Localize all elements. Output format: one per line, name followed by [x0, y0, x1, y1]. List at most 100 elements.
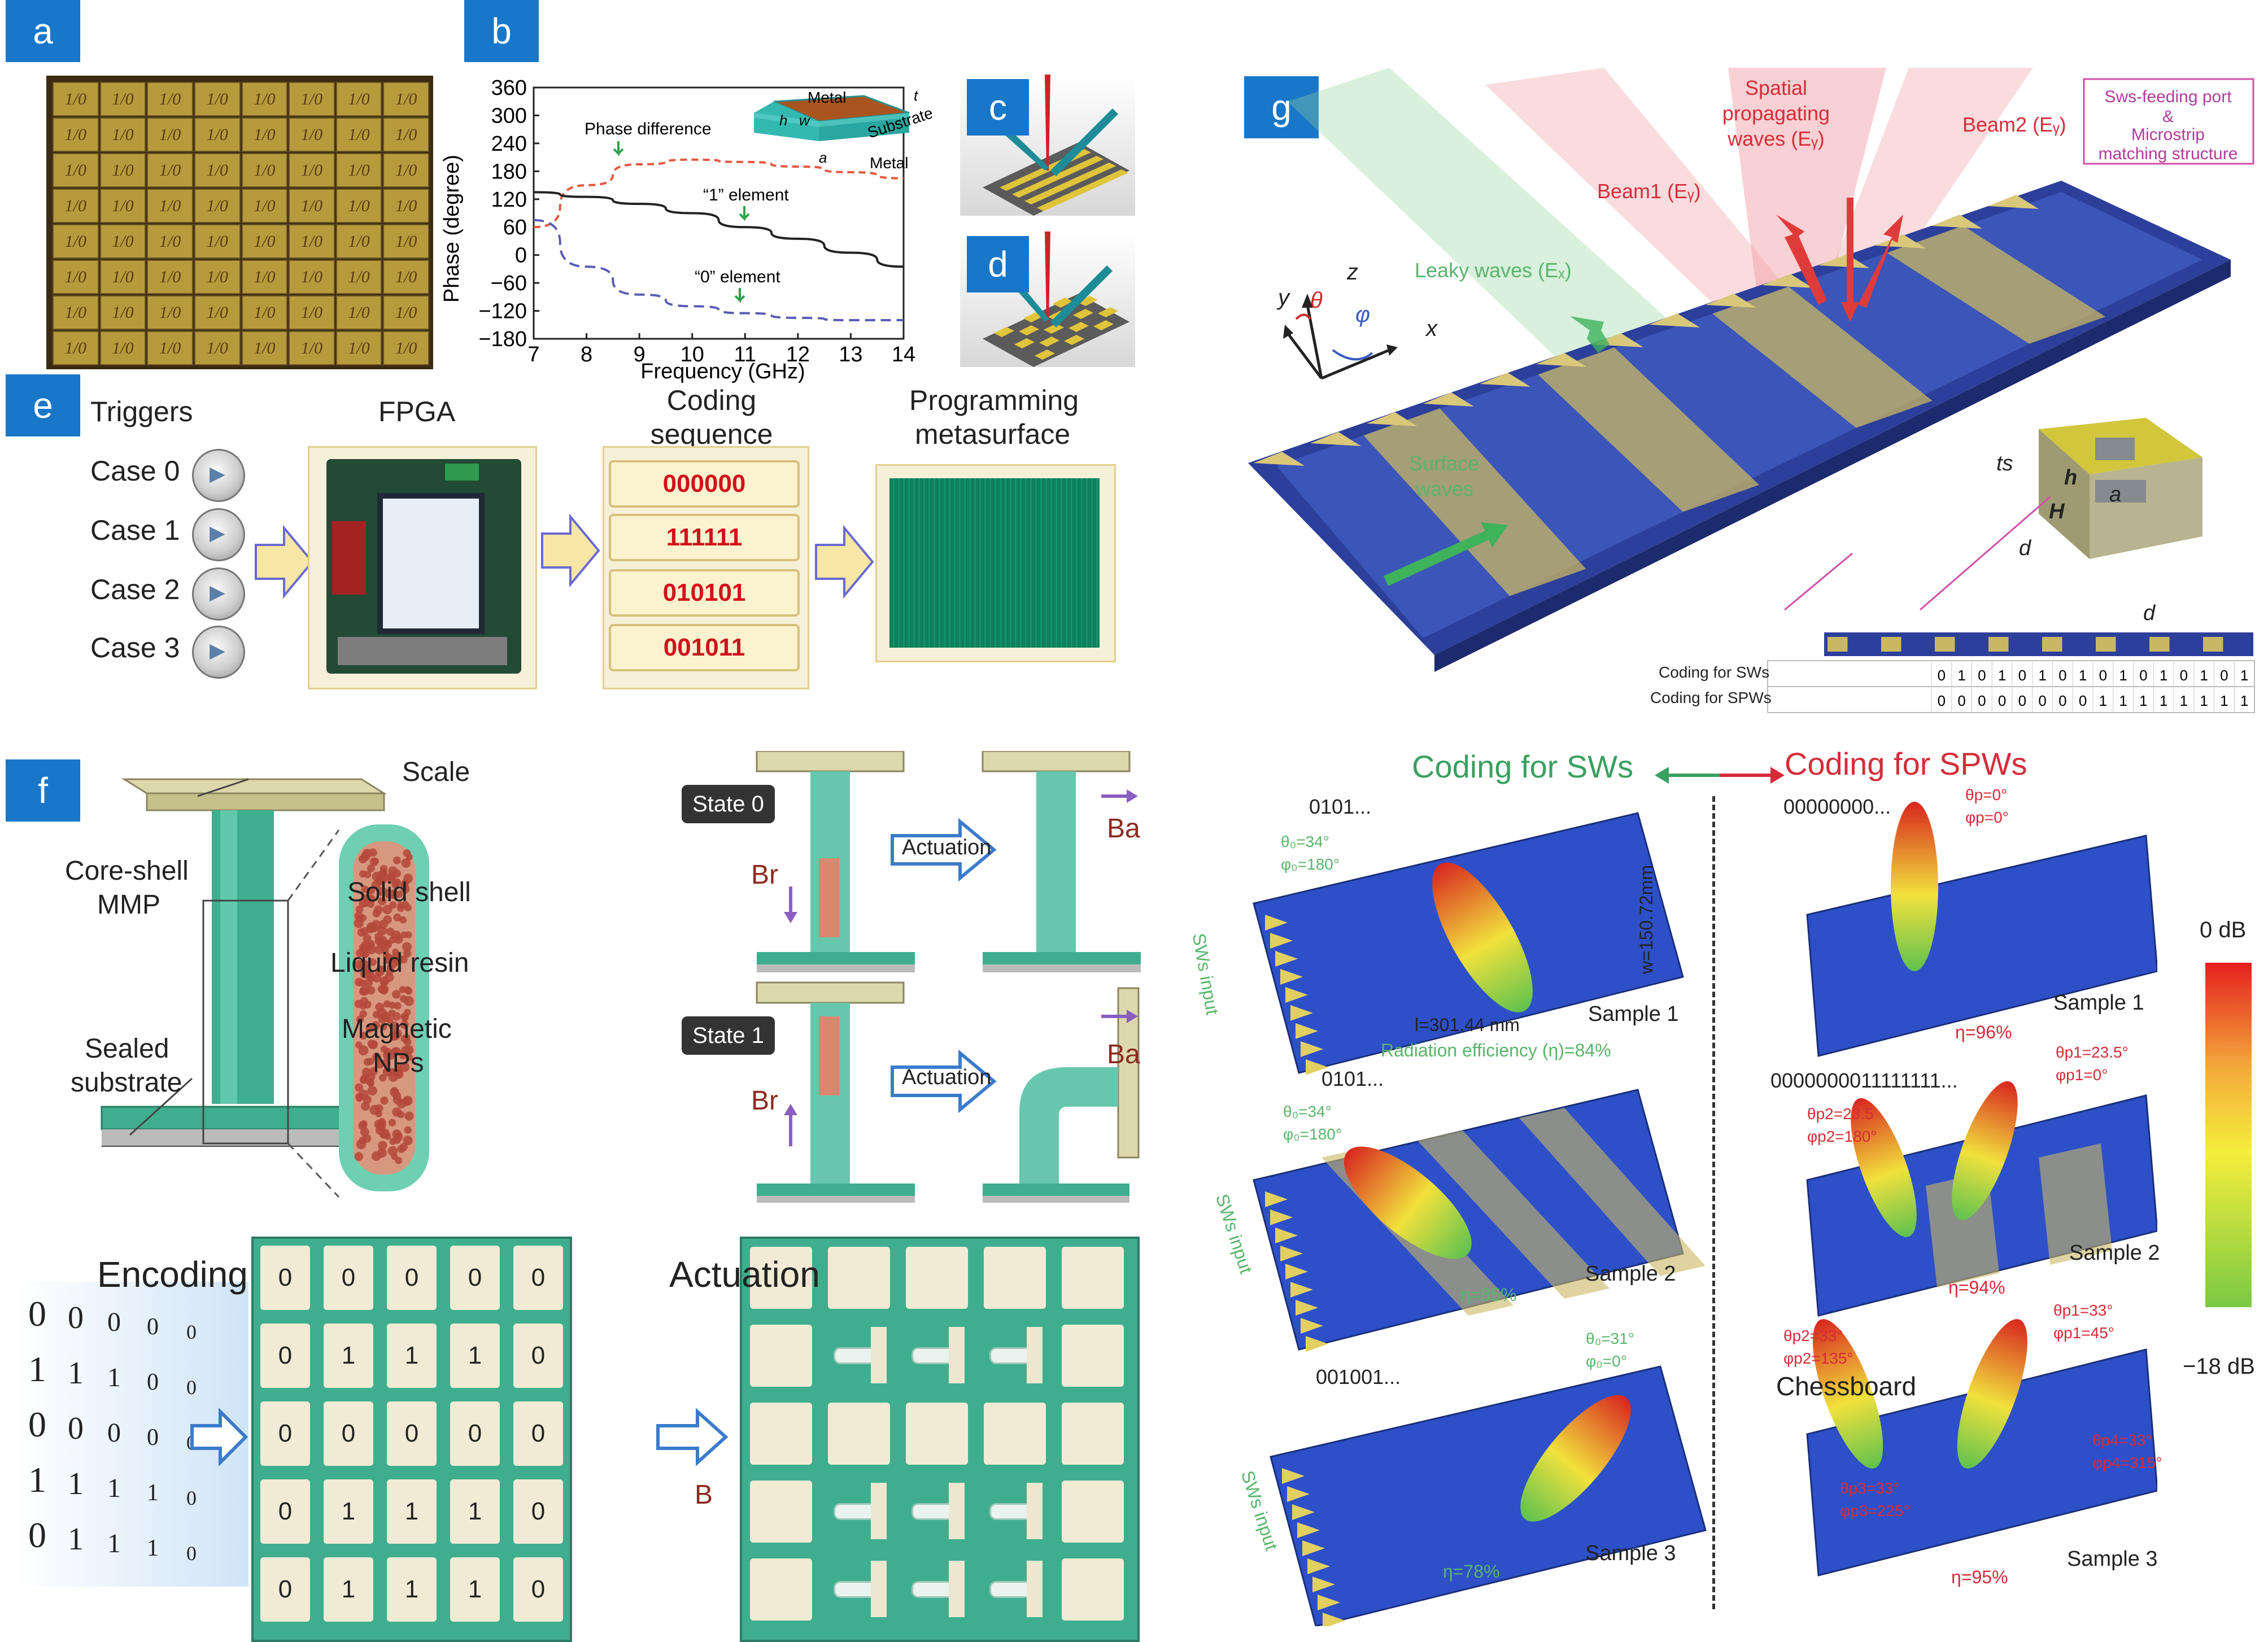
state-0-badge: State 0 [682, 785, 775, 823]
metasurface-tile: 1/0 [194, 260, 241, 294]
coding-strip-cell [2069, 637, 2089, 652]
actuation-cell [1062, 1403, 1124, 1465]
feed-triangle [1301, 1318, 1323, 1334]
coding-spws-title: Coding for SPWs [1785, 746, 2027, 781]
unit-cell-3d [2039, 418, 2202, 559]
surface-waves-label-1: Surface [1409, 452, 1480, 475]
right-c2-3: φp3=225° [1840, 1502, 1910, 1519]
left-sample-1: Sample 1 [1588, 1002, 1679, 1026]
binary-digit: 1 [147, 1480, 159, 1506]
x-tick-label: 13 [839, 343, 862, 366]
y-tick-label: 240 [491, 132, 527, 156]
actuation-cell [1062, 1481, 1124, 1543]
actuated-pillar [828, 1481, 890, 1543]
radiation-lobe [1432, 862, 1533, 1012]
encoding-cell: 0 [387, 1246, 437, 1310]
encoding-cell: 0 [260, 1557, 310, 1622]
feed-triangle [1280, 969, 1303, 985]
svg-text:Metal: Metal [808, 89, 846, 106]
coding-sws-label: Coding for SWs [1659, 663, 1770, 681]
y-tick-label: 360 [491, 76, 527, 100]
x-tick-label: 14 [892, 343, 915, 366]
br-label-1: Br [751, 1086, 778, 1116]
coding-sws-digit: 1 [2119, 667, 2127, 684]
coding-spws-digit: 0 [1998, 692, 2006, 709]
encoding-cell: 0 [324, 1246, 373, 1310]
binary-digit: 1 [68, 1466, 84, 1501]
b-field-label: B [695, 1480, 713, 1510]
metasurface-tile: 1/0 [289, 153, 335, 187]
binary-digit: 1 [28, 1349, 46, 1389]
metasurface-tile: 1/0 [335, 153, 382, 187]
metasurface-tile: 1/0 [241, 117, 288, 152]
metasurface-tile: 1/0 [194, 331, 241, 365]
actuation-label-0: Actuation [902, 836, 992, 859]
feed-triangle [1270, 1209, 1293, 1225]
y-tick-label: 180 [491, 160, 527, 184]
left-phi-2: φ₀=180° [1283, 1125, 1342, 1143]
case-0-label: Case 0 [90, 455, 180, 487]
metasurface-tile: 1/0 [241, 295, 288, 330]
actuated-pillar [906, 1558, 968, 1621]
right-eta-2: η=94% [1948, 1277, 2005, 1298]
coding-spws-digit: 0 [1938, 692, 1946, 709]
magnetic-nps-label-1: Magnetic [342, 1014, 452, 1044]
right-b2-3: φp2=135° [1783, 1350, 1853, 1367]
coding-strip-cell [2176, 637, 2196, 652]
metasurface-tile: 1/0 [335, 189, 382, 223]
y-tick-label: 0 [515, 244, 527, 268]
feed-triangle [1302, 1540, 1325, 1556]
metasurface-tile: 1/0 [147, 295, 193, 330]
binary-digit: 0 [186, 1487, 197, 1509]
left-code-3: 001001... [1316, 1365, 1401, 1388]
coding-spws-digit: 1 [2119, 692, 2127, 709]
right-d1-3: θp4=33° [2092, 1431, 2152, 1449]
binary-digit: 0 [107, 1307, 121, 1337]
beam1-label: Beam1 (Eᵧ) [1597, 180, 1701, 203]
magnetic-nps-label-2: NPs [373, 1048, 424, 1078]
metasurface-tile: 1/0 [335, 117, 382, 152]
fpga-board-frame [308, 446, 537, 689]
encoding-cell: 0 [260, 1324, 310, 1388]
coding-sws-digit: 0 [2180, 667, 2188, 684]
panel-tag-g: g [1244, 76, 1319, 138]
series-zero-element [533, 219, 904, 322]
feed-triangle [1285, 987, 1308, 1003]
radiation-lobe [1520, 1395, 1631, 1522]
encoding-cell: 0 [260, 1401, 310, 1466]
metasurface-tile: 1/0 [53, 260, 99, 294]
metasurface-tile: 1/0 [147, 331, 193, 365]
coding-sws-digit: 1 [2038, 667, 2046, 684]
coding-spws-digit: 0 [2058, 692, 2066, 709]
feed-triangle [1301, 1041, 1323, 1057]
case-1-label: Case 1 [90, 514, 180, 546]
metasurface-tile: 1/0 [53, 189, 99, 223]
metasurface-tile: 1/0 [99, 260, 146, 294]
series-one-element [533, 191, 904, 268]
actuated-pillar [984, 1481, 1046, 1543]
sealed-substrate-label-1: Sealed [85, 1034, 169, 1064]
metasurface-tile: 1/0 [383, 331, 429, 365]
binary-digit: 0 [28, 1294, 46, 1334]
x-tick-label: 9 [634, 343, 645, 366]
right-a2-2: φp1=0° [2056, 1066, 2108, 1084]
metasurface-tile: 1/0 [241, 82, 288, 116]
actuation-cell [828, 1403, 890, 1465]
actuation-cell [984, 1247, 1046, 1309]
metasurface-tile: 1/0 [289, 295, 335, 330]
solid-shell-label: Solid shell [347, 877, 471, 907]
encoding-cell: 0 [260, 1246, 310, 1310]
sws-feeding-label-4: matching structure [2098, 145, 2238, 163]
right-a1-2: θp1=23.5° [2056, 1043, 2129, 1061]
coding-strip-cell [2015, 637, 2035, 652]
binary-digit: 1 [107, 1473, 121, 1503]
actuation-cell [906, 1403, 968, 1465]
x-tick-label: 7 [527, 343, 539, 366]
metasurface-tile: 1/0 [241, 153, 288, 187]
left-phi-1: φ₀=180° [1281, 855, 1340, 873]
encoding-cell: 0 [513, 1479, 563, 1544]
feed-triangle [1307, 1558, 1330, 1574]
metasurface-tile: 1/0 [147, 189, 193, 223]
right-b1-3: θp2=33° [1783, 1327, 1843, 1344]
